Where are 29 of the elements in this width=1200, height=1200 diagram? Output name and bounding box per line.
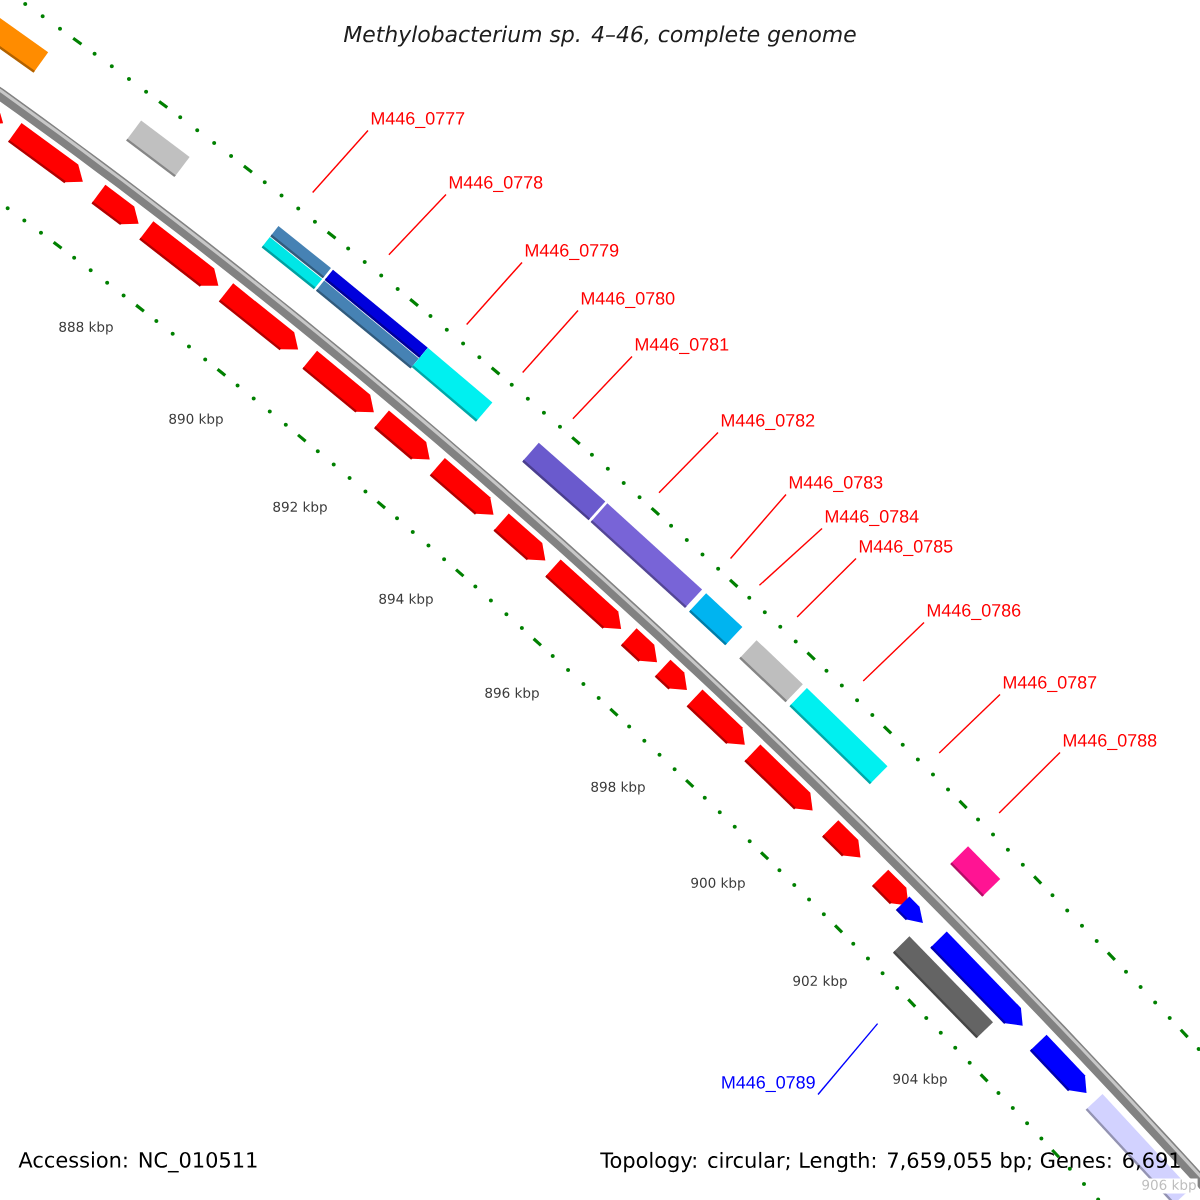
- leader-line: [388, 193, 447, 256]
- leader-line: [311, 129, 369, 194]
- gene-label: M446_0779: [525, 243, 619, 261]
- gene-label: M446_0778: [449, 175, 543, 193]
- leader-line: [729, 493, 787, 560]
- gene-label: M446_0787: [1003, 675, 1097, 693]
- gene-label: M446_0785: [859, 539, 953, 557]
- leader-line: [758, 527, 823, 586]
- leader-line: [862, 621, 925, 682]
- gene-label: M446_0788: [1063, 733, 1157, 751]
- leader-line: [817, 1022, 879, 1096]
- gene-label: M446_0789: [722, 1075, 815, 1093]
- gene-label: M446_0786: [927, 603, 1021, 621]
- leader-line: [572, 355, 633, 420]
- leader-line: [521, 309, 579, 374]
- leader-line: [998, 751, 1061, 814]
- gene-label: M446_0780: [581, 291, 675, 309]
- gene-label: M446_0783: [789, 475, 883, 493]
- gene-label: M446_0781: [635, 337, 729, 355]
- genome-summary-text: Topology: circular; Length: 7,659,055 bp; Genes: 6,691: [600, 1151, 1180, 1173]
- leader-line: [938, 693, 1001, 754]
- leader-line: [465, 261, 523, 326]
- gene-label: M446_0782: [721, 413, 815, 431]
- leader-line: [796, 557, 857, 618]
- leader-line: [658, 431, 719, 494]
- title: Methylobacterium sp. 4–46, complete genome: [343, 25, 856, 47]
- gene-label: M446_0777: [371, 111, 465, 129]
- gene-label: M446_0784: [825, 509, 919, 527]
- accession-text: Accession: NC_010511: [18, 1151, 257, 1173]
